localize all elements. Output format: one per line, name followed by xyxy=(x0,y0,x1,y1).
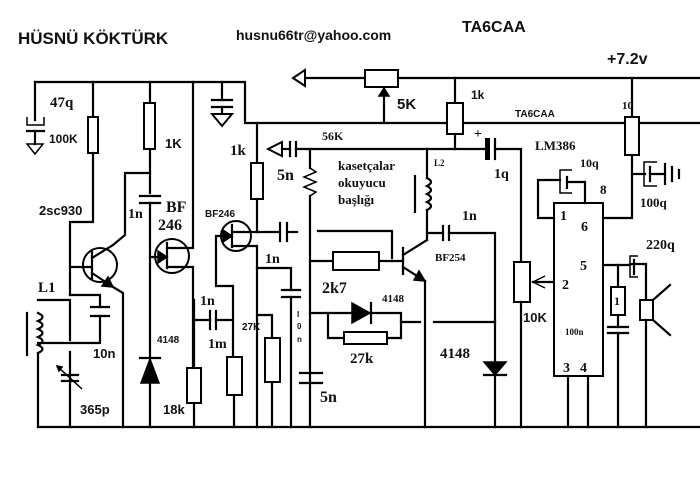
label-10n-v3: n xyxy=(297,335,302,344)
label-1k-c: 1k xyxy=(471,88,485,102)
zobel-network xyxy=(606,263,630,429)
capacitor-5n-input xyxy=(265,140,457,158)
jfet-bf246-2 xyxy=(214,220,293,429)
author-name: HÜSNÜ KÖKTÜRK xyxy=(18,29,169,48)
label-head-2: okuyucu xyxy=(338,175,386,190)
label-1q: 1q xyxy=(494,167,509,182)
resistor-1k-jfet2 xyxy=(250,121,264,234)
label-plus: + xyxy=(474,127,482,142)
capacitor-1n-collector xyxy=(425,224,497,322)
label-2sc930: 2sc930 xyxy=(39,203,82,218)
callsign-title: TA6CAA xyxy=(462,19,526,36)
capacitor-1n-horizontal xyxy=(255,221,299,243)
label-1k-left: 1K xyxy=(165,136,182,151)
bf254-base-network xyxy=(308,229,405,271)
label-5n-b: 5n xyxy=(320,389,337,406)
capacitor-10n-vertical xyxy=(280,288,302,429)
resistor-1m xyxy=(226,356,243,429)
label-100k: 100K xyxy=(49,132,78,146)
transistor-2sc930 xyxy=(68,243,125,429)
label-1n-d: 1n xyxy=(462,209,477,224)
ic-lm386 xyxy=(553,202,604,429)
speaker xyxy=(639,283,672,429)
label-1n-a: 1n xyxy=(128,207,143,222)
label-head-3: başlığı xyxy=(338,192,375,207)
label-l1: L1 xyxy=(38,280,56,296)
label-10n-v2: 0 xyxy=(297,322,302,331)
bypass-capacitor-ground xyxy=(209,80,235,128)
label-10n-v1: I xyxy=(297,310,299,319)
pin-6: 6 xyxy=(581,220,588,235)
label-100n: 100n xyxy=(565,327,584,337)
pin-5: 5 xyxy=(580,259,587,274)
diode-4148-left xyxy=(138,356,162,384)
pin-1: 1 xyxy=(560,209,567,224)
label-bf254: BF254 xyxy=(435,252,466,264)
capacitor-1q xyxy=(453,137,523,264)
inductor-l2 xyxy=(413,147,433,242)
label-2k7: 2k7 xyxy=(322,280,347,297)
transistor-bf254 xyxy=(401,238,429,429)
diode-resistor-network xyxy=(308,301,497,345)
resistor-27k-left xyxy=(255,313,281,429)
label-10n: 10n xyxy=(93,346,115,361)
label-18k: 18k xyxy=(163,402,185,417)
label-4148-mid: 4148 xyxy=(382,293,405,305)
supply-voltage-label: +7.2v xyxy=(607,51,648,68)
capacitor-5n-lower xyxy=(298,371,324,385)
capacitor-220q xyxy=(601,255,648,302)
ground-symbol xyxy=(25,143,45,156)
top-left-bus xyxy=(33,80,700,125)
resistor-1k-right xyxy=(446,76,464,151)
label-5n-a: 5n xyxy=(277,167,294,184)
label-bf246-2: BF246 xyxy=(205,209,235,220)
label-27k-right: 27k xyxy=(350,351,374,367)
label-4148-right: 4148 xyxy=(440,346,470,362)
label-l2: L2 xyxy=(434,158,445,168)
label-1n-b: 1n xyxy=(265,252,280,267)
label-5k: 5K xyxy=(397,96,416,113)
resistor-10 xyxy=(601,76,640,220)
label-10q: 10q xyxy=(580,156,599,170)
label-56k: 56K xyxy=(322,129,344,143)
capacitor-100q xyxy=(630,161,681,187)
capacitor-1n-vertical xyxy=(111,171,162,429)
label-1m: 1m xyxy=(208,337,227,352)
label-1n-c: 1n xyxy=(200,294,215,309)
capacitor-1n-lower xyxy=(192,298,235,370)
potentiometer-10k xyxy=(513,261,556,429)
tape-head-resistor xyxy=(302,147,318,429)
tank-circuit xyxy=(36,293,111,429)
resistor-100k xyxy=(68,80,99,297)
potentiometer-5k xyxy=(291,68,700,125)
pin-8: 8 xyxy=(600,182,607,197)
label-47q: 47q xyxy=(50,95,74,111)
pin-4: 4 xyxy=(580,361,587,376)
capacitor-10q xyxy=(536,169,587,220)
label-1-ohm: 1 xyxy=(614,294,620,308)
pin-3: 3 xyxy=(563,361,570,376)
label-365p: 365p xyxy=(80,402,110,417)
diode-4148-right xyxy=(482,318,508,429)
callsign-small: TA6CAA xyxy=(515,109,555,120)
capacitor-47q xyxy=(25,117,46,146)
label-4148-left: 4148 xyxy=(157,335,180,346)
author-email: husnu66tr@yahoo.com xyxy=(236,27,391,43)
variable-capacitor-365p xyxy=(55,364,83,390)
resistor-18k xyxy=(186,367,202,429)
label-100q: 100q xyxy=(640,195,668,210)
label-bf-a: BF xyxy=(166,199,187,216)
label-10: 10 xyxy=(622,100,634,112)
inductor-l1 xyxy=(25,311,44,429)
resistor-1k-left xyxy=(143,80,156,195)
label-10k: 10K xyxy=(523,310,547,325)
pin-2: 2 xyxy=(562,278,569,293)
label-lm386: LM386 xyxy=(535,138,576,153)
label-246: 246 xyxy=(158,217,182,234)
label-1k-b: 1k xyxy=(230,143,247,159)
label-220q: 220q xyxy=(646,238,675,253)
label-27k-left: 27K xyxy=(242,322,261,333)
label-head-1: kasetçalar xyxy=(338,158,395,173)
